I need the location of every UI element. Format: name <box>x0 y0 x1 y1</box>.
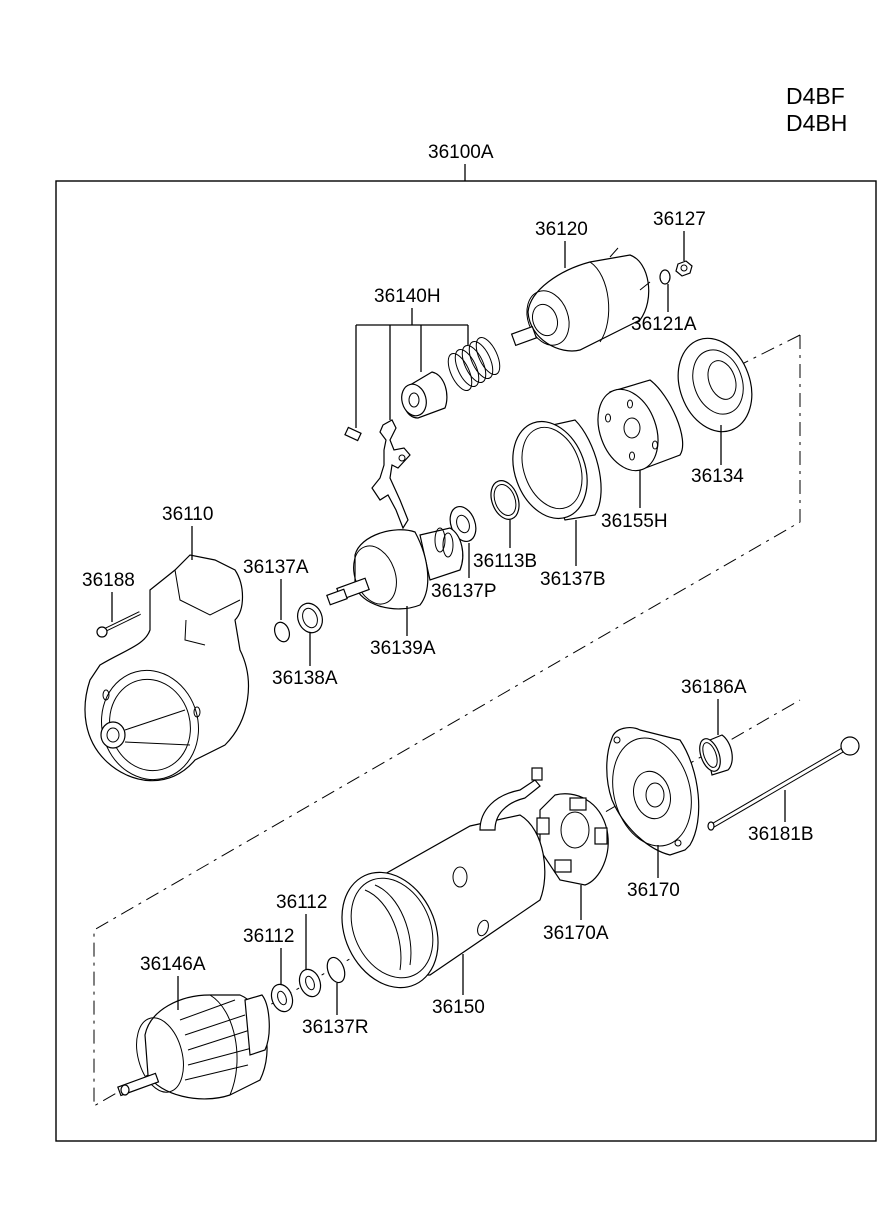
washer-36112-part[interactable] <box>268 981 296 1014</box>
part-label-36110[interactable]: 36110 <box>162 504 213 525</box>
rear-cover-part[interactable] <box>601 727 703 856</box>
spring-part[interactable] <box>443 334 504 394</box>
pinion-clutch-part[interactable] <box>326 527 464 610</box>
part-label-36137B[interactable]: 36137B <box>540 569 606 590</box>
snap-ring-part[interactable] <box>272 620 292 644</box>
part-label-36146A[interactable]: 36146A <box>140 954 206 975</box>
part-label-36155H[interactable]: 36155H <box>601 511 668 532</box>
brush-holder-part[interactable] <box>536 793 609 886</box>
front-housing-part[interactable] <box>84 554 250 791</box>
engine-code-label: D4BH <box>786 110 847 136</box>
part-label-36120[interactable]: 36120 <box>535 219 588 240</box>
solenoid-part[interactable] <box>510 247 651 352</box>
bolt-36188-part[interactable] <box>96 611 141 638</box>
gear-housing-part[interactable] <box>587 379 684 479</box>
part-label-36170[interactable]: 36170 <box>627 880 680 901</box>
yoke-part[interactable] <box>324 767 546 1003</box>
part-label-36138A[interactable]: 36138A <box>272 668 338 689</box>
seal-part[interactable] <box>666 328 765 442</box>
part-label-36137R[interactable]: 36137R <box>302 1017 369 1038</box>
washer-part[interactable] <box>659 269 671 285</box>
plunger-part[interactable] <box>398 371 448 419</box>
part-label-36113B[interactable]: 36113B <box>473 551 537 572</box>
lever-set-leader <box>355 308 469 428</box>
alignment-dashed-line <box>739 334 801 366</box>
part-label-36181B[interactable]: 36181B <box>748 824 814 845</box>
part-label-36139A[interactable]: 36139A <box>370 638 436 659</box>
part-label-36112[interactable]: 36112 <box>243 926 294 947</box>
assembly-label[interactable]: 36100A <box>428 142 494 163</box>
alignment-dashed-line <box>93 335 801 1107</box>
washer-36137P-part[interactable] <box>446 503 481 545</box>
pin-part[interactable] <box>344 426 362 442</box>
ring-36113B-part[interactable] <box>486 477 524 523</box>
part-label-36186A[interactable]: 36186A <box>681 677 747 698</box>
washer-36112-part[interactable] <box>296 966 324 999</box>
part-label-36112[interactable]: 36112 <box>276 892 327 913</box>
part-label-36134[interactable]: 36134 <box>691 466 744 487</box>
shift-lever-part[interactable] <box>371 419 411 530</box>
part-label-36140H[interactable]: 36140H <box>374 286 441 307</box>
stop-collar-part[interactable] <box>294 600 327 636</box>
through-bolt-part[interactable] <box>707 736 860 831</box>
engine-code-label: D4BF <box>786 83 845 109</box>
nut-part[interactable] <box>675 260 693 277</box>
part-label-36150[interactable]: 36150 <box>432 997 485 1018</box>
part-label-36127[interactable]: 36127 <box>653 209 706 230</box>
part-label-36121A[interactable]: 36121A <box>631 314 697 335</box>
assembly-frame <box>55 180 877 1142</box>
part-label-36137A[interactable]: 36137A <box>243 557 309 578</box>
part-label-36188[interactable]: 36188 <box>82 570 135 591</box>
armature-part[interactable] <box>117 994 270 1100</box>
part-label-36170A[interactable]: 36170A <box>543 923 609 944</box>
ring-36137B-part[interactable] <box>500 411 602 529</box>
ring-36137R-part[interactable] <box>324 955 348 985</box>
part-label-36137P[interactable]: 36137P <box>431 581 497 602</box>
bushing-part[interactable] <box>696 734 733 776</box>
